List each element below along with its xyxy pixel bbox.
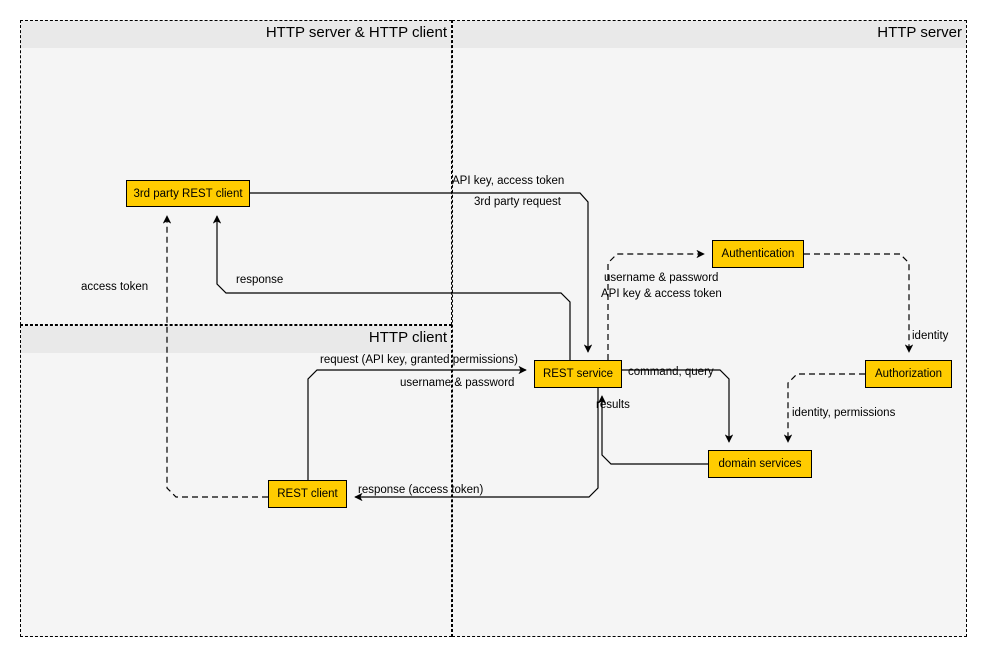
node-authentication[interactable]: Authentication [712,240,804,268]
edge-label-identity-permissions: identity, permissions [792,407,896,419]
edge-results [597,395,708,465]
edge-label-third-party-request: 3rd party request [474,196,561,208]
container-title-http-client: HTTP client [368,329,447,346]
node-label: 3rd party REST client [133,187,243,200]
edge-label-response: response [236,274,284,286]
node-label: Authentication [721,248,795,260]
node-third-party-rest-client[interactable]: 3rd party REST client [126,180,250,207]
edge-command-query [622,369,734,443]
edge-third-party-response [212,215,571,388]
edge-identity-permissions [783,373,865,443]
container-header-band [21,326,451,353]
container-title-http-server: HTTP server [877,24,962,41]
edge-label-api-key-access-token-auth: API key & access token [601,288,722,300]
node-label: Authorization [874,368,943,380]
edge-label-access-token: access token [81,281,149,293]
container-title-http-server-and-http-client: HTTP server & HTTP client [265,24,447,41]
edge-label-username-password-auth: username & password [604,272,719,284]
container-http-server: HTTP server [452,20,967,637]
node-label: REST service [542,368,614,380]
edge-third-party-request [250,192,593,353]
edge-label-username-password: username & password [400,377,515,389]
node-label: domain services [718,458,802,470]
container-header-band [21,21,451,48]
node-label: REST client [277,488,338,500]
node-rest-client[interactable]: REST client [268,480,347,508]
container-http-server-and-http-client: HTTP server & HTTP client [20,20,452,325]
container-http-client: HTTP client [20,325,452,637]
edge-label-response-access-token: response (access token) [358,484,484,496]
edge-rest-client-request [307,365,527,480]
edge-identity [804,253,914,353]
edge-rest-client-response [354,388,599,502]
node-domain-services[interactable]: domain services [708,450,812,478]
container-header-band [453,21,966,48]
edge-access-token [162,215,268,498]
edge-label-results: results [596,399,630,411]
edge-label-request-api-key-granted-permissions: request (API key, granted permissions) [320,354,518,366]
node-authorization[interactable]: Authorization [865,360,952,388]
edge-label-command-query: command, query [628,366,714,378]
edge-label-api-key-access-token: API key, access token [452,175,565,187]
node-rest-service[interactable]: REST service [534,360,622,388]
edge-credentials [607,249,705,360]
edge-label-identity: identity [912,330,949,342]
